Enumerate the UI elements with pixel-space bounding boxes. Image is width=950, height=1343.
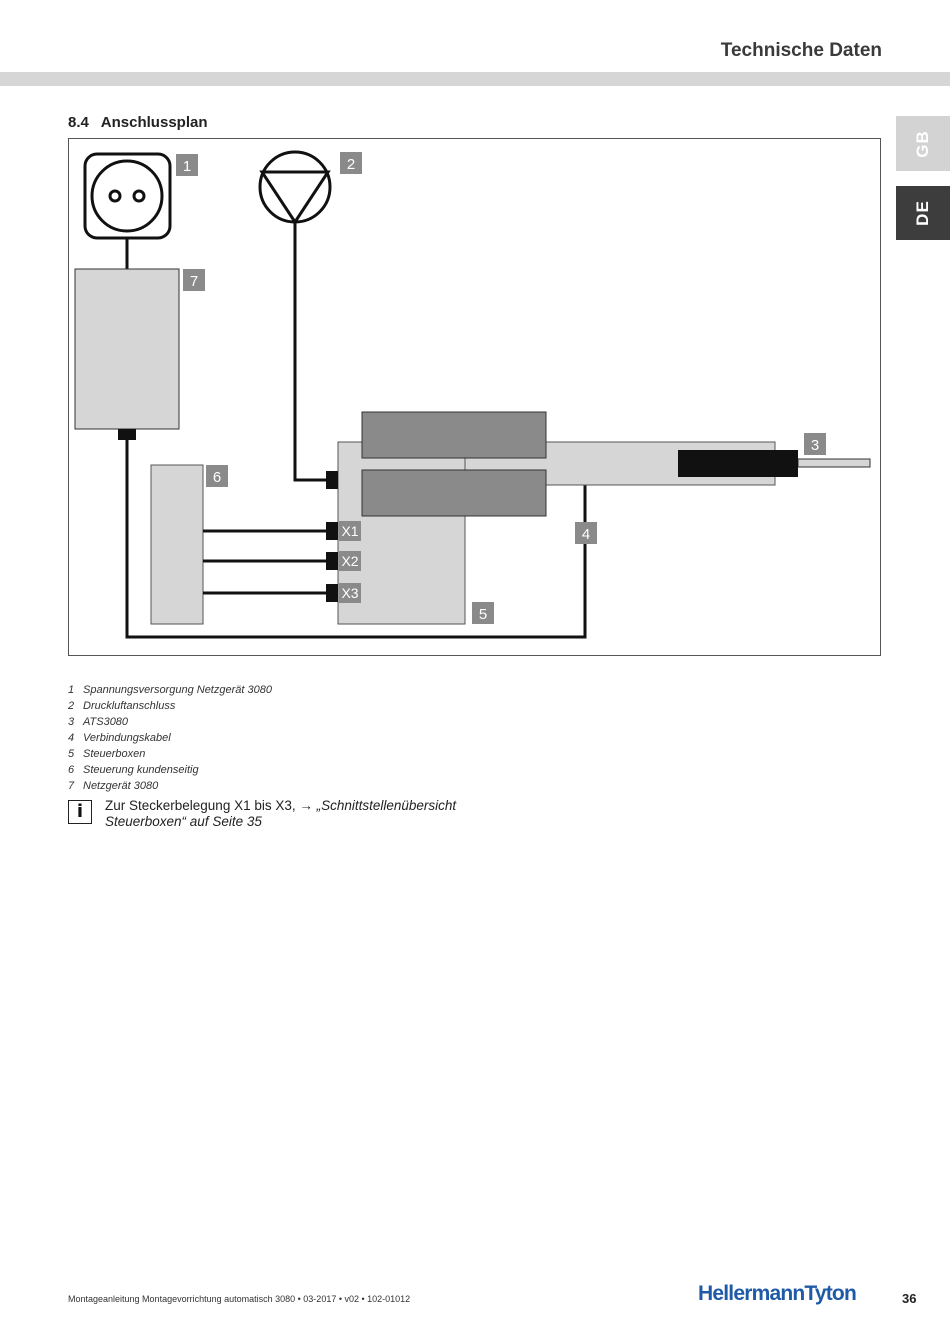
brand-logo-part-b: Tyton <box>804 1282 856 1305</box>
legend-text: Steuerung kundenseitig <box>83 764 199 776</box>
legend-text: ATS3080 <box>83 716 129 728</box>
legend-item: 1 Spannungsversorgung Netzgerät 3080 <box>68 682 272 698</box>
control-box-module-bottom <box>361 469 547 517</box>
callout-1-bg <box>176 154 198 176</box>
x2-connector <box>326 552 338 570</box>
power-supply-box <box>74 268 180 430</box>
language-tab-gb-label: GB <box>913 129 932 158</box>
callout-5-bg <box>472 602 494 624</box>
connection-diagram: X1 X2 X3 1 2 3 4 5 6 7 <box>68 138 881 656</box>
arrow-icon: → <box>299 798 313 813</box>
legend-number: 4 <box>68 732 75 744</box>
legend-item: 7 Netzgerät 3080 <box>68 778 272 794</box>
power-socket-icon <box>83 152 172 240</box>
brand-logo: HellermannTyton <box>698 1282 857 1306</box>
compressed-air-icon <box>258 150 332 225</box>
page-number: 36 <box>902 1291 917 1306</box>
x1-label-bg <box>339 521 361 541</box>
callout-6-bg <box>206 465 228 487</box>
language-tab-de[interactable]: DE <box>896 186 950 240</box>
brand-logo-part-a: Hellermann <box>698 1282 805 1305</box>
customer-control-box <box>150 464 204 625</box>
legend-number: 2 <box>68 700 75 712</box>
callout-2-bg <box>340 152 362 174</box>
callout-4-bg <box>575 522 597 544</box>
legend-number: 5 <box>68 748 75 760</box>
legend-item: 6 Steuerung kundenseitig <box>68 762 272 778</box>
ats3080-handle <box>678 450 798 477</box>
callout-2: 2 <box>347 156 355 173</box>
legend-number: 7 <box>68 780 75 792</box>
legend-text: Steuerboxen <box>83 748 146 760</box>
info-icon: i <box>68 800 92 824</box>
callout-1: 1 <box>183 158 191 175</box>
info-note-text: Zur Steckerbelegung X1 bis X3, → „Schnit… <box>105 798 485 830</box>
legend-text: Verbindungskabel <box>83 732 171 744</box>
callout-4: 4 <box>582 526 590 543</box>
legend-text: Druckluftanschluss <box>83 700 176 712</box>
legend-item: 3 ATS3080 <box>68 714 272 730</box>
x3-label: X3 <box>341 585 358 601</box>
diagram-frame <box>68 138 881 656</box>
legend-text: Netzgerät 3080 <box>83 780 159 792</box>
air-port-connector <box>326 471 338 489</box>
callout-7-bg <box>183 269 205 291</box>
control-box-module-top <box>361 411 547 459</box>
cross-reference-link[interactable]: „Schnittstellenübersicht Steuerboxen“ au… <box>105 798 457 829</box>
legend-number: 3 <box>68 716 75 728</box>
x3-label-bg <box>339 583 361 603</box>
page-header-title: Technische Daten <box>720 40 882 61</box>
info-note-body: Zur Steckerbelegung X1 bis X3, <box>105 798 300 813</box>
air-line <box>293 222 326 482</box>
x1-label: X1 <box>341 523 358 539</box>
language-tab-gb[interactable]: GB <box>896 116 950 171</box>
callout-5: 5 <box>479 606 487 623</box>
legend-item: 4 Verbindungskabel <box>68 730 272 746</box>
diagram-legend: 1 Spannungsversorgung Netzgerät 3080 2 Dru… <box>68 682 272 794</box>
legend-text: Spannungsversorgung Netzgerät 3080 <box>83 684 272 696</box>
x2-label: X2 <box>341 553 358 569</box>
header-divider-bar <box>0 72 950 86</box>
language-tab-de-label: DE <box>913 200 932 226</box>
legend-item: 5 Steuerboxen <box>68 746 272 762</box>
x2-label-bg <box>339 551 361 571</box>
legend-number: 6 <box>68 764 75 776</box>
callout-6: 6 <box>213 469 221 486</box>
legend-item: 2 Druckluftanschluss <box>68 698 272 714</box>
section-title: 8.4 Anschlussplan <box>68 114 208 131</box>
x3-connector <box>326 584 338 602</box>
legend-number: 1 <box>68 684 75 696</box>
footer-document-info: Montageanleitung Montagevorrichtung auto… <box>68 1294 411 1304</box>
callout-3: 3 <box>811 437 819 454</box>
ats3080-tip <box>797 458 871 468</box>
callout-3-bg <box>804 433 826 455</box>
power-supply-connector <box>118 429 136 440</box>
x1-connector <box>326 522 338 540</box>
callout-7: 7 <box>190 273 198 290</box>
